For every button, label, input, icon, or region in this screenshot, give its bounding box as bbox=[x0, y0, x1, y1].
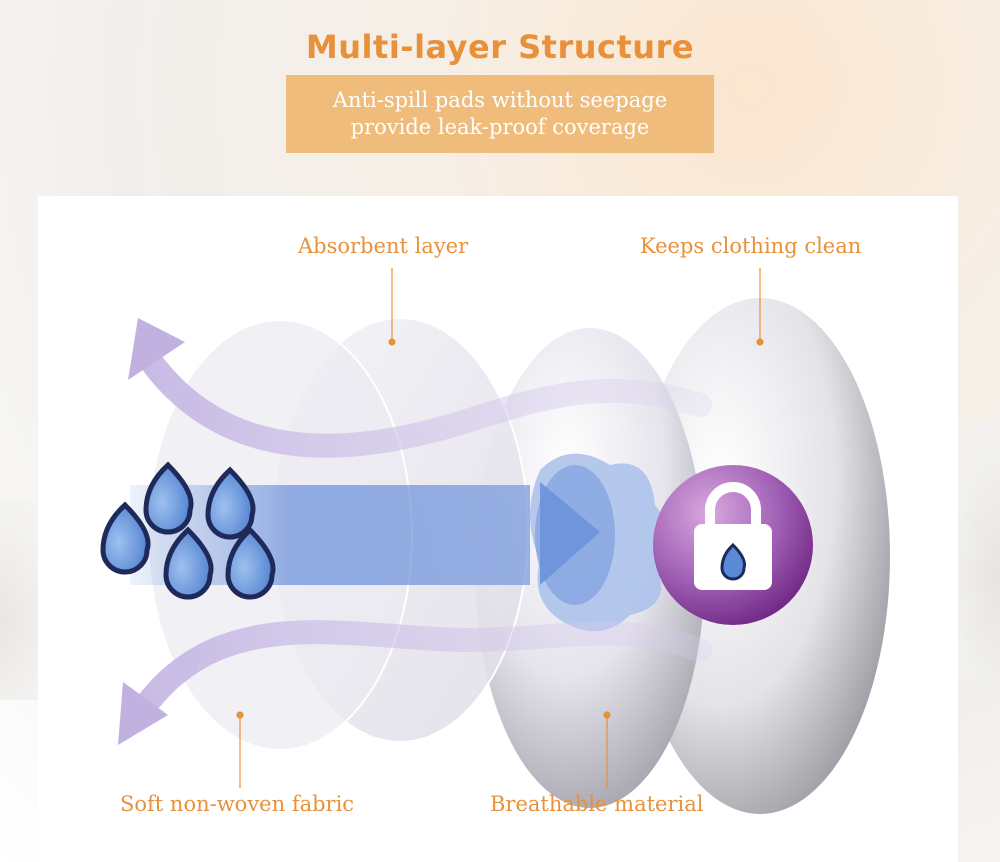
label-keeps-clothing-clean: Keeps clothing clean bbox=[640, 234, 861, 258]
label-soft-non-woven-fabric: Soft non-woven fabric bbox=[120, 792, 354, 816]
label-breathable-material: Breathable material bbox=[490, 792, 703, 816]
label-absorbent-layer: Absorbent layer bbox=[298, 234, 468, 258]
